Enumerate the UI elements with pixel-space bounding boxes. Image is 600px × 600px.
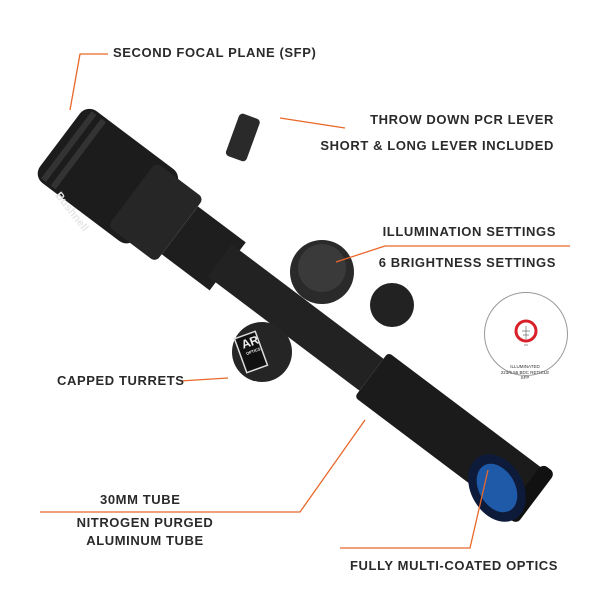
callout-illum-sub: 6 BRIGHTNESS SETTINGS xyxy=(378,255,556,270)
callout-tube-title: 30MM TUBE xyxy=(100,492,181,507)
callout-tube-sub1: NITROGEN PURGED xyxy=(76,515,214,530)
reticle-caption-line2: 223/5.56 BDC RETICLE xyxy=(500,369,550,375)
callout-optics: FULLY MULTI-COATED OPTICS xyxy=(350,558,559,573)
callout-lever-title: THROW DOWN PCR LEVER xyxy=(370,112,554,127)
power-ring xyxy=(110,164,202,260)
reticle-icon xyxy=(514,319,538,346)
callout-lever-sub: SHORT & LONG LEVER INCLUDED xyxy=(320,138,554,153)
callout-tube-sub2: ALUMINUM TUBE xyxy=(86,533,204,548)
callout-turrets: CAPPED TURRETS xyxy=(57,373,185,388)
main-tube xyxy=(207,244,384,391)
reticle-caption-line3: SFP xyxy=(520,375,530,380)
callout-illum-title: ILLUMINATION SETTINGS xyxy=(382,224,556,239)
reticle-caption-line1: ILLUMINATED xyxy=(510,364,540,369)
reticle-view xyxy=(484,292,568,376)
side-turret xyxy=(370,283,414,327)
reticle-caption: ILLUMINATED 223/5.56 BDC RETICLE SFP xyxy=(470,364,580,381)
callout-lines xyxy=(40,53,570,549)
callout-sfp: SECOND FOCAL PLANE (SFP) xyxy=(113,45,317,60)
pcr-lever xyxy=(225,113,260,162)
